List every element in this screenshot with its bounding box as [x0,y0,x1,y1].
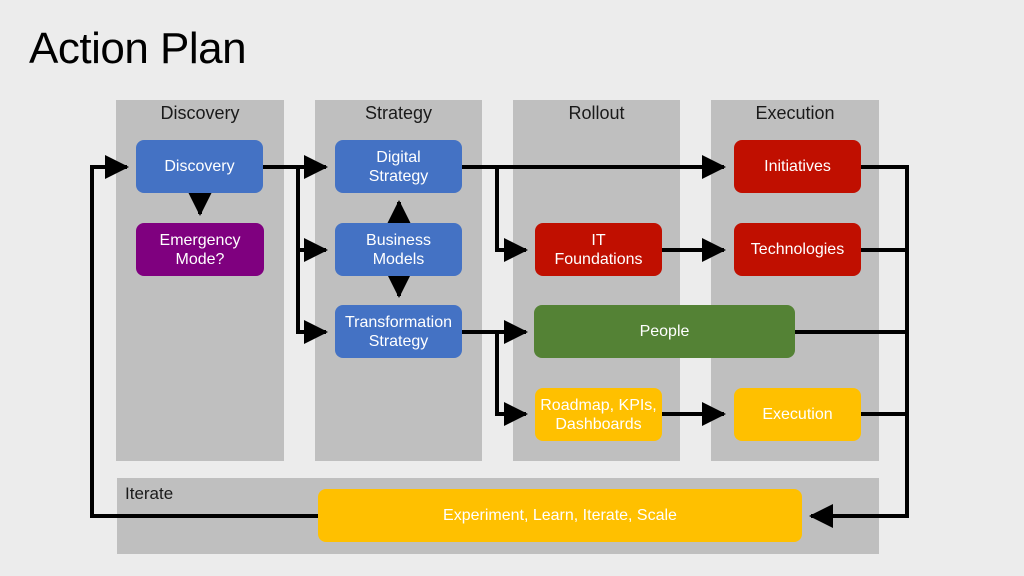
page-title: Action Plan [29,24,247,73]
node-initiatives-label: Initiatives [764,158,831,175]
lane-label-discovery: Discovery [160,103,240,123]
node-transformation-strategy[interactable]: Transformation Strategy [335,305,462,358]
node-technologies[interactable]: Technologies [734,223,861,276]
node-digital-strategy[interactable]: Digital Strategy [335,140,462,193]
node-initiatives[interactable]: Initiatives [734,140,861,193]
node-experiment-learn-iterate-scale[interactable]: Experiment, Learn, Iterate, Scale [318,489,802,542]
node-roadmap-label: Roadmap, KPIs, Dashboards [540,396,657,433]
node-people-label: People [639,323,690,340]
node-experiment-label: Experiment, Learn, Iterate, Scale [443,507,677,524]
node-technologies-label: Technologies [750,241,845,258]
node-it-foundations-label: IT Foundations [554,231,643,268]
node-business-models-label: Business Models [366,231,431,268]
node-roadmap-kpis-dashboards[interactable]: Roadmap, KPIs, Dashboards [535,388,662,441]
node-discovery-label: Discovery [164,158,235,175]
node-execution-label: Execution [762,406,833,423]
node-emergency-mode[interactable]: Emergency Mode? [136,223,264,276]
node-execution[interactable]: Execution [734,388,861,441]
node-people[interactable]: People [534,305,795,358]
lane-label-strategy: Strategy [364,103,433,123]
lane-label-rollout: Rollout [568,103,625,123]
node-digital-strategy-label: Digital Strategy [368,148,429,185]
node-emergency-mode-label: Emergency Mode? [159,231,241,268]
lane-label-execution: Execution [755,103,835,123]
node-discovery[interactable]: Discovery [136,140,263,193]
lane-label-iterate: Iterate [125,484,174,503]
node-transformation-strategy-label: Transformation Strategy [345,313,452,350]
node-it-foundations[interactable]: IT Foundations [535,223,662,276]
node-business-models[interactable]: Business Models [335,223,462,276]
